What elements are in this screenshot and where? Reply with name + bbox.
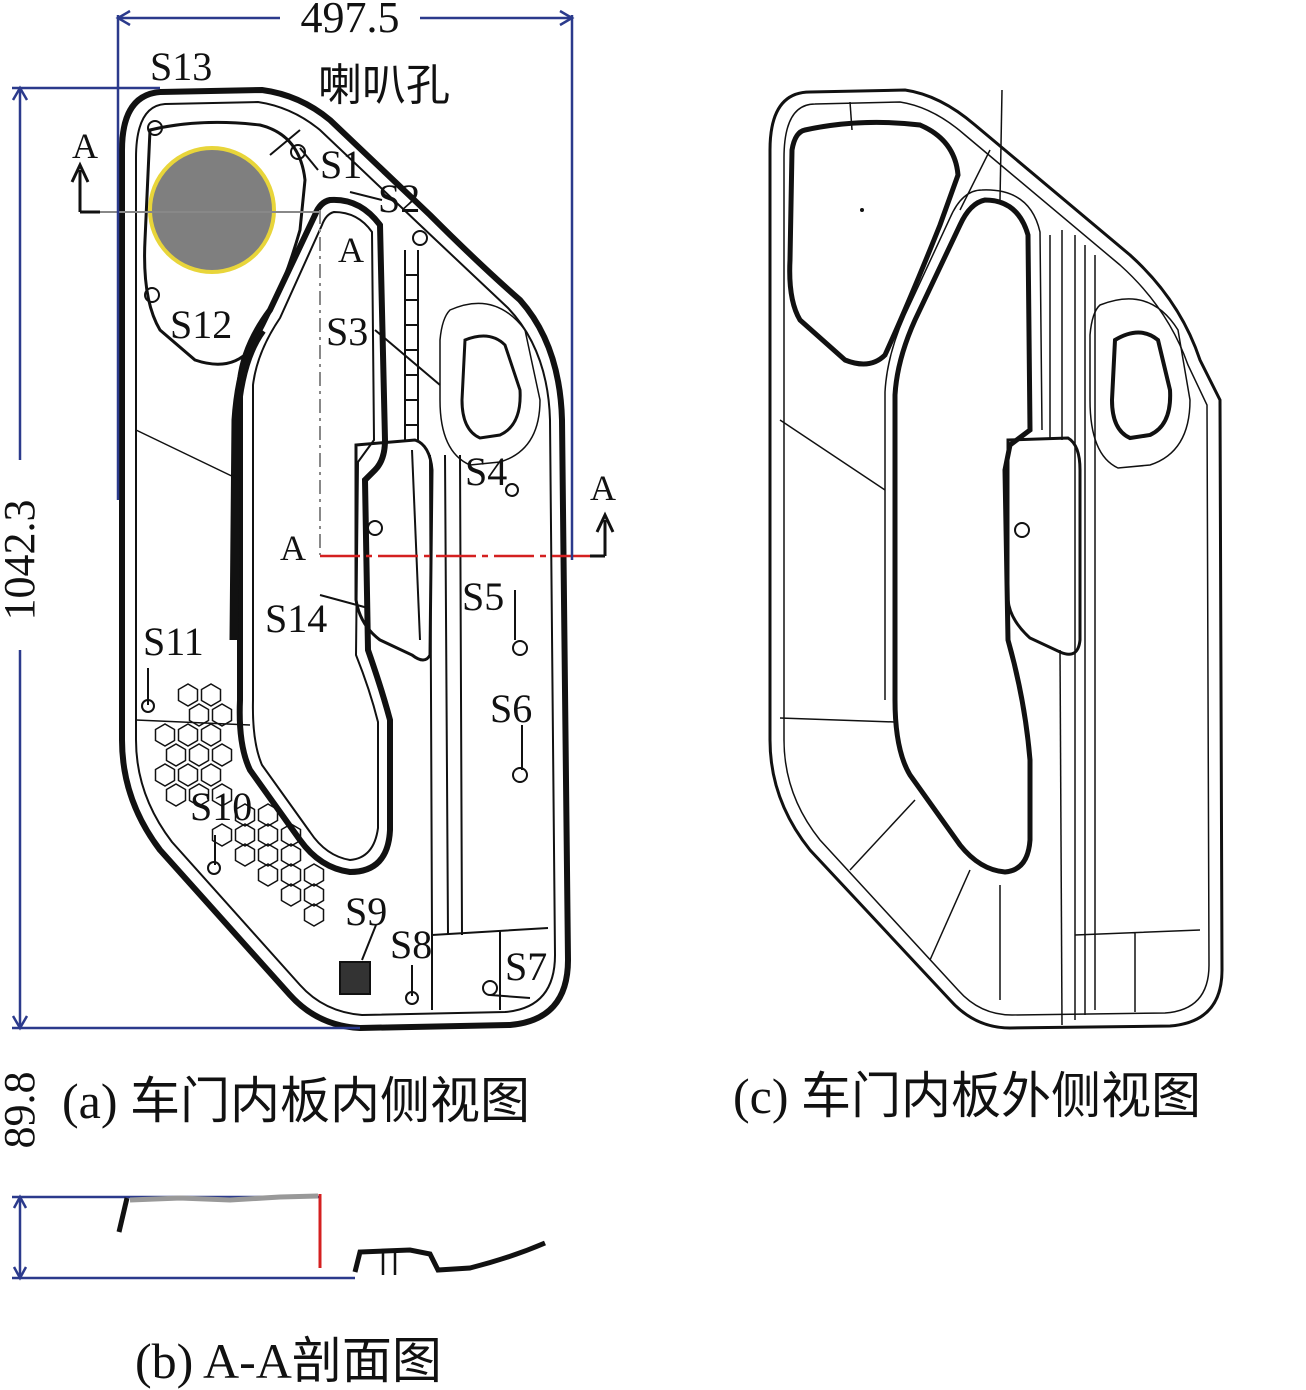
caption-section-view: (b) A-A剖面图 [135, 1333, 442, 1389]
section-marker-2: A [338, 230, 364, 270]
speaker-pocket [143, 120, 307, 366]
honeycomb-cell [234, 843, 256, 867]
honeycomb-cell [211, 743, 233, 767]
section-arrow-left [70, 161, 100, 214]
inner-right-channel [404, 250, 463, 936]
honeycomb-cell [154, 763, 176, 787]
label-s3: S3 [326, 309, 368, 354]
channel-ribs [405, 274, 418, 426]
honeycomb-cell [177, 683, 199, 707]
section-profile-upper [129, 1193, 319, 1203]
caption-outer-view: (c) 车门内板外侧视图 [733, 1068, 1201, 1124]
honeycomb-cell [234, 823, 256, 847]
label-s6: S6 [490, 686, 532, 731]
outer-handle-hole [1014, 522, 1030, 538]
honeycomb-cell [257, 823, 279, 847]
caption-inner-view: (a) 车门内板内侧视图 [62, 1073, 530, 1129]
section-arrow-right [590, 511, 615, 558]
honeycomb-cell [234, 803, 256, 827]
outer-pocket-ring [1089, 298, 1191, 469]
outer-right-channel [1049, 230, 1096, 1020]
outer-central-opening [892, 197, 1033, 875]
honeycomb-cell [257, 843, 279, 867]
honeycomb-cell [200, 683, 222, 707]
honeycomb-cell [200, 723, 222, 747]
label-s11: S11 [143, 619, 204, 664]
speaker-hole [148, 146, 276, 274]
outer-outline-2 [783, 101, 1210, 1016]
outer-pocket [1109, 330, 1173, 441]
section-marker-4: A [590, 468, 616, 508]
label-leaders [147, 129, 531, 999]
honeycomb-cell [154, 723, 176, 747]
dimension-lines [11, 9, 575, 1281]
honeycomb-cell [257, 803, 279, 827]
honeycomb-cell [280, 823, 302, 847]
honeycomb-cell [177, 763, 199, 787]
label-s14: S14 [265, 596, 327, 641]
honeycomb-cell [188, 783, 210, 807]
honeycomb-cell [165, 743, 187, 767]
inner-window-opening [236, 196, 393, 876]
honeycomb-cell [257, 863, 279, 887]
outer-upper-window [787, 119, 961, 367]
section-profile-lower [352, 1240, 546, 1273]
honeycomb-cell [280, 863, 302, 887]
outer-center-dot [860, 208, 864, 212]
outer-facet-lines [779, 89, 1201, 1026]
inner-upper-pocket-ring [439, 302, 541, 466]
label-s10: S10 [190, 784, 252, 829]
label-s13: S13 [150, 44, 212, 89]
height-dimension: 1042.3 [0, 500, 44, 621]
inner-view [70, 86, 615, 1032]
section-view [116, 1193, 546, 1275]
label-s12: S12 [170, 302, 232, 347]
honeycomb-cell [303, 863, 325, 887]
honeycomb-cell [200, 763, 222, 787]
label-s8: S8 [390, 922, 432, 967]
outer-handle [1006, 436, 1082, 656]
section-height-dimension: 89.8 [0, 1072, 44, 1149]
label-s7: S7 [505, 944, 547, 989]
label-s9: S9 [345, 889, 387, 934]
inner-outline-2 [135, 100, 557, 1017]
inner-divider-2 [135, 719, 251, 726]
inner-divider-1 [135, 429, 241, 481]
inner-clip-square [339, 961, 371, 995]
section-marker-1: A [72, 126, 98, 166]
honeycomb-cell [303, 903, 325, 927]
outer-outline [768, 88, 1224, 1030]
inner-window-opening-2 [251, 210, 379, 862]
section-profile-ribs [381, 1253, 397, 1275]
honeycomb-cell [303, 883, 325, 907]
honeycomb-pattern [154, 683, 325, 927]
inner-outline [119, 86, 572, 1032]
label-s4: S4 [465, 449, 507, 494]
section-marker-3: A [280, 528, 306, 568]
honeycomb-cell [165, 783, 187, 807]
outer-view [768, 88, 1224, 1030]
width-dimension: 497.5 [301, 0, 400, 42]
honeycomb-cell [211, 823, 233, 847]
honeycomb-cell [280, 843, 302, 867]
label-s5: S5 [462, 574, 504, 619]
honeycomb-cell [188, 703, 210, 727]
section-profile-tab [116, 1197, 130, 1233]
inner-handle [354, 438, 434, 662]
honeycomb-cell [211, 783, 233, 807]
inner-upper-pocket [460, 334, 522, 440]
honeycomb-cell [211, 703, 233, 727]
label-s1: S1 [320, 142, 362, 187]
speaker-hole-label: 喇叭孔 [318, 61, 450, 110]
labels: 497.5 1042.3 89.8 喇叭孔 A A A A S1 S2 S3 S… [0, 0, 1201, 1389]
honeycomb-cell [177, 723, 199, 747]
label-s2: S2 [378, 176, 420, 221]
honeycomb-cell [280, 883, 302, 907]
honeycomb-cell [188, 743, 210, 767]
inner-thick-rib [229, 327, 266, 641]
inner-handle-recess [411, 449, 421, 641]
